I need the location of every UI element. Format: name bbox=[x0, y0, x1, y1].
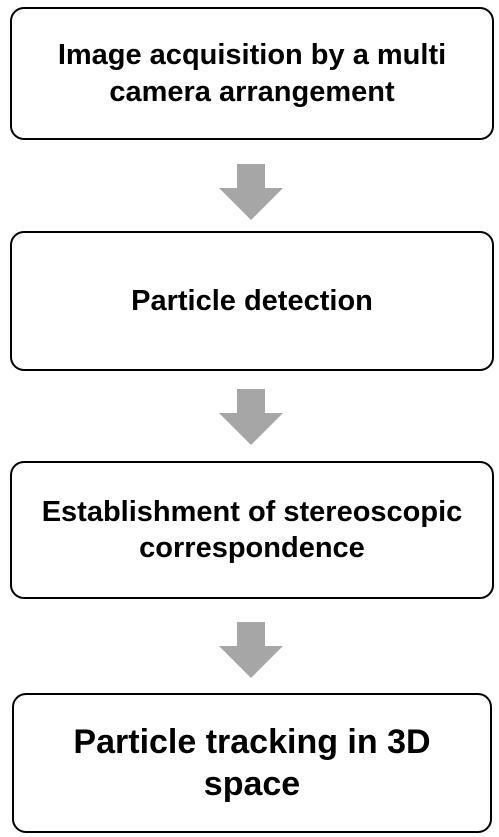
step-particle-detection: Particle detection bbox=[10, 231, 494, 371]
step-label: Particle tracking in 3D space bbox=[73, 722, 431, 804]
step-label: Establishment of stereoscopic correspond… bbox=[41, 495, 463, 564]
step-label: Image acquisition by a multi camera arra… bbox=[57, 39, 447, 108]
step-particle-tracking: Particle tracking in 3D space bbox=[12, 693, 492, 833]
down-arrow-icon bbox=[219, 622, 283, 678]
down-arrow-icon bbox=[219, 164, 283, 220]
step-image-acquisition: Image acquisition by a multi camera arra… bbox=[10, 7, 494, 140]
step-stereoscopic-correspondence: Establishment of stereoscopic correspond… bbox=[10, 461, 494, 599]
down-arrow-icon bbox=[219, 389, 283, 445]
step-label: Particle detection bbox=[131, 284, 373, 317]
